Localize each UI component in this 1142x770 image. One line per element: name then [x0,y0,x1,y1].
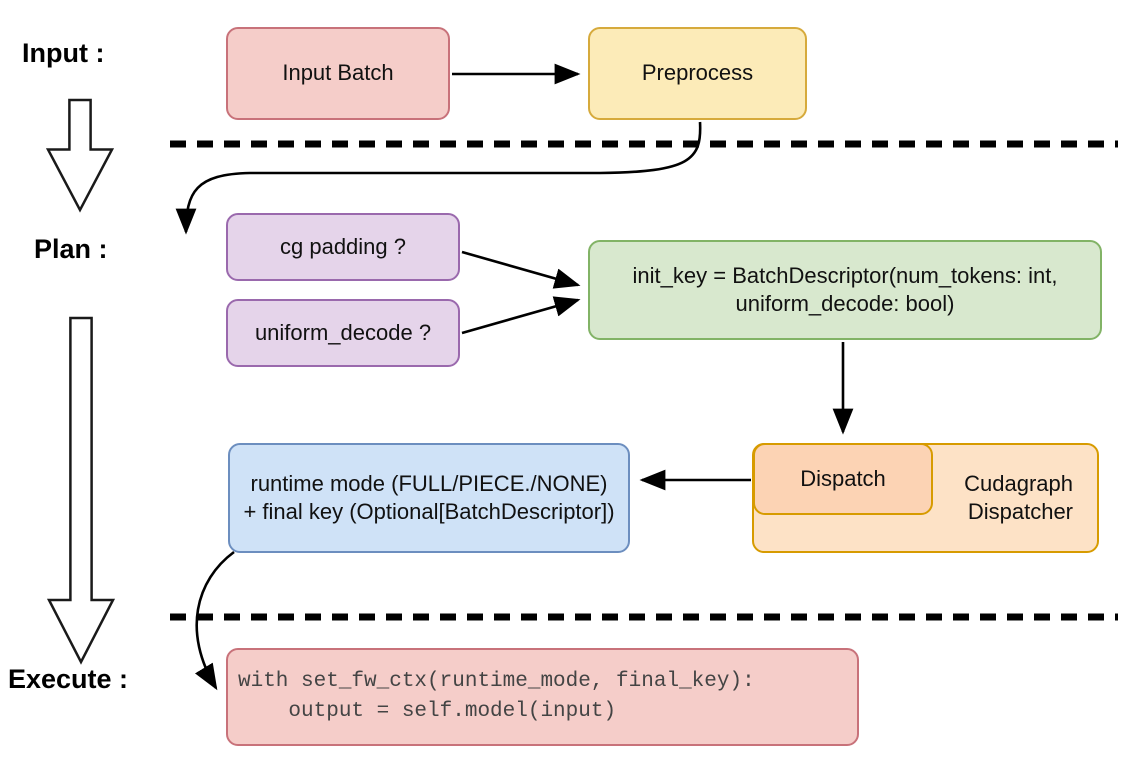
dispatch-node: Dispatch [753,443,933,515]
preprocess-node: Preprocess [588,27,807,120]
stage-label-execute: Execute : [8,664,129,694]
stage-block-arrows [45,98,116,665]
uniform-decode-node-label: uniform_decode ? [254,319,432,345]
cg-padding-node: cg padding ? [226,213,460,281]
stage-label-input: Input : [22,38,105,68]
cudagraph-dispatcher-node-label: Cudagraph Dispatcher [964,470,1073,524]
uniform-decode-node: uniform_decode ? [226,299,460,367]
execute-code-node-label: with set_fw_ctx(runtime_mode, final_key)… [238,669,755,723]
block-arrow-plan-to-execute [46,316,116,665]
execute-code-node: with set_fw_ctx(runtime_mode, final_key)… [226,648,859,746]
runtime-mode-node: runtime mode (FULL/PIECE./NONE) + final … [228,443,630,553]
edge-cg-padding-to-init-key [461,250,581,289]
input-batch-node: Input Batch [226,27,450,120]
dispatch-node-label: Dispatch [800,465,886,491]
edge-uniform-decode-to-init-key [461,296,581,335]
block-arrow-input-to-plan [45,98,115,213]
runtime-mode-node-label: runtime mode (FULL/PIECE./NONE) + final … [243,470,615,524]
preprocess-node-label: Preprocess [641,60,754,86]
stage-label-plan: Plan : [34,234,108,264]
init-key-node: init_key = BatchDescriptor(num_tokens: i… [588,240,1102,340]
connector-edges [175,63,854,691]
init-key-node-label: init_key = BatchDescriptor(num_tokens: i… [632,262,1058,316]
input-batch-node-label: Input Batch [282,60,394,86]
cg-padding-node-label: cg padding ? [280,233,406,259]
